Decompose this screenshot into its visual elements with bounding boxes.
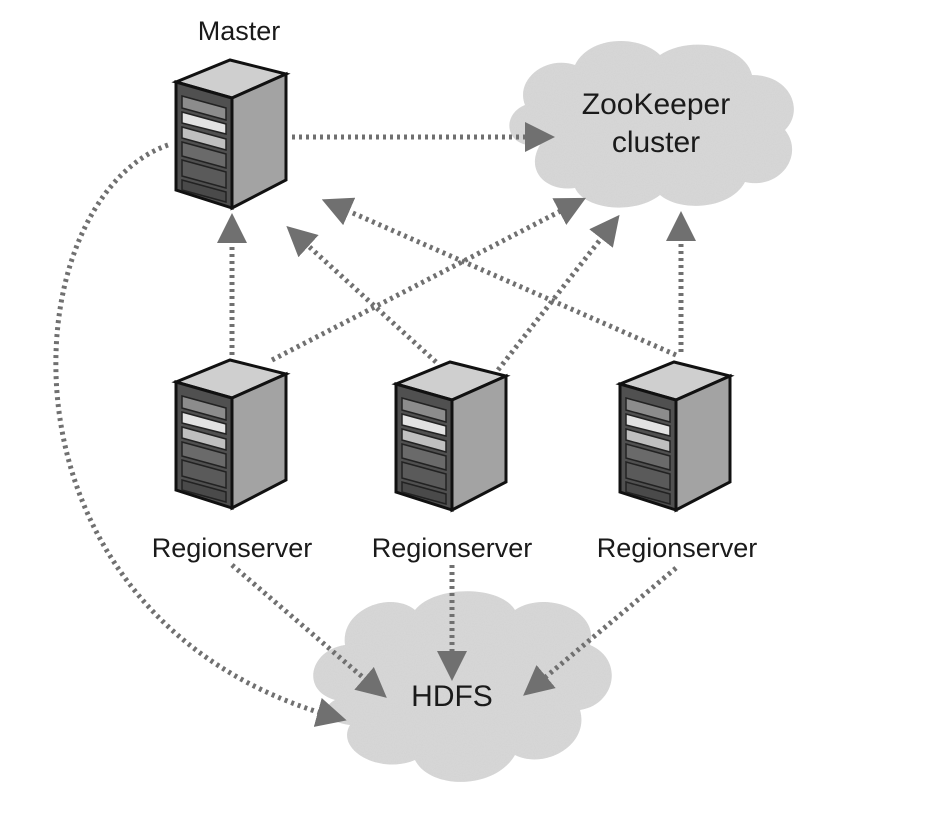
hdfs-label: HDFS [411, 680, 493, 713]
zookeeper-cloud [509, 41, 794, 208]
regionserver-2-icon [394, 360, 508, 512]
regionserver-1-label: Regionserver [152, 533, 313, 563]
master-label: Master [198, 16, 281, 46]
zookeeper-label-line1: ZooKeeper [582, 88, 730, 121]
arrow-rs1-to-zookeeper [270, 197, 586, 363]
regionserver-3-icon [618, 360, 732, 512]
arrow-master-to-hdfs [53, 142, 347, 727]
regionserver-2-label: Regionserver [372, 533, 533, 563]
zookeeper-label-line2: cluster [612, 126, 700, 159]
arrow-rs3-to-master [321, 197, 678, 358]
regionserver-3-label: Regionserver [597, 533, 758, 563]
master-server-icon [174, 58, 288, 210]
arrow-rs2-to-master [286, 225, 438, 364]
connections [53, 122, 696, 727]
regionserver-1-icon [174, 358, 288, 510]
arrow-rs2-to-zookeeper [496, 214, 620, 372]
hdfs-cloud [313, 591, 612, 782]
arrow-rs1-to-hdfs [230, 563, 387, 698]
